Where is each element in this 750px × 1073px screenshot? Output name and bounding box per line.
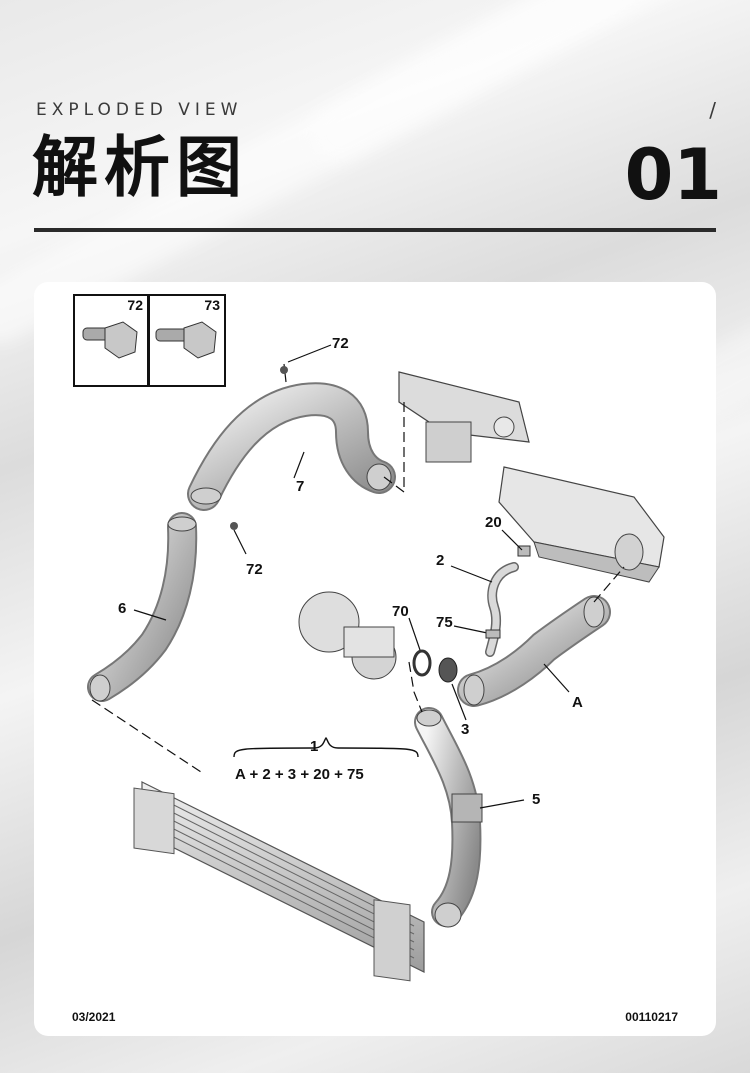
clip-75 [485,629,501,639]
callout-2: 2 [436,552,444,569]
diagram-card: 72 7 72 6 20 2 70 75 A 3 5 1 A + 2 + 3 +… [34,282,716,1036]
inset-box-73: 73 [148,294,226,387]
part-3 [438,657,458,683]
callout-5: 5 [532,791,540,808]
intercooler [133,781,425,982]
callout-6: 6 [118,600,126,617]
bolt-73-icon [155,321,217,359]
inset-label: 73 [204,297,220,313]
header-divider [34,228,716,232]
callout-a: A [572,694,583,711]
callout-70: 70 [392,603,409,620]
page-title: 解析图 [32,129,248,206]
exploded-view-diagram: 72 7 72 6 20 2 70 75 A 3 5 1 A + 2 + 3 +… [87,335,665,982]
page-subtitle: EXPLODED VIEW [36,100,243,120]
inset-label: 72 [127,297,143,313]
hose-2 [485,545,531,657]
seal-70 [412,649,432,677]
inset-box-72: 72 [73,294,149,387]
callout-75: 75 [436,614,453,631]
callout-1: 1 [310,738,318,755]
turbocharger [298,591,397,680]
connection-lines [91,402,625,775]
callout-7: 7 [296,478,304,495]
callout-72-bottom: 72 [246,561,263,578]
footer-code: 00110217 [625,1010,678,1024]
hose-5 [414,707,483,928]
intake-manifold [398,371,530,463]
footer-date: 03/2021 [72,1010,116,1024]
pipe-a [457,595,611,707]
kit-brace [233,737,419,758]
section-number: 01 [624,134,722,216]
callout-72-top: 72 [332,335,349,352]
engine-cover [498,466,665,583]
header-slash: / [709,98,716,122]
bolt-72-icon [82,321,138,359]
bolt-72-bottom [230,522,238,530]
bolt-72-top [280,366,288,374]
kit-formula: A + 2 + 3 + 20 + 75 [235,766,364,783]
callout-3: 3 [461,721,469,738]
intake-pipe-7 [187,382,396,511]
hose-6 [87,512,198,702]
callout-20: 20 [485,514,502,531]
